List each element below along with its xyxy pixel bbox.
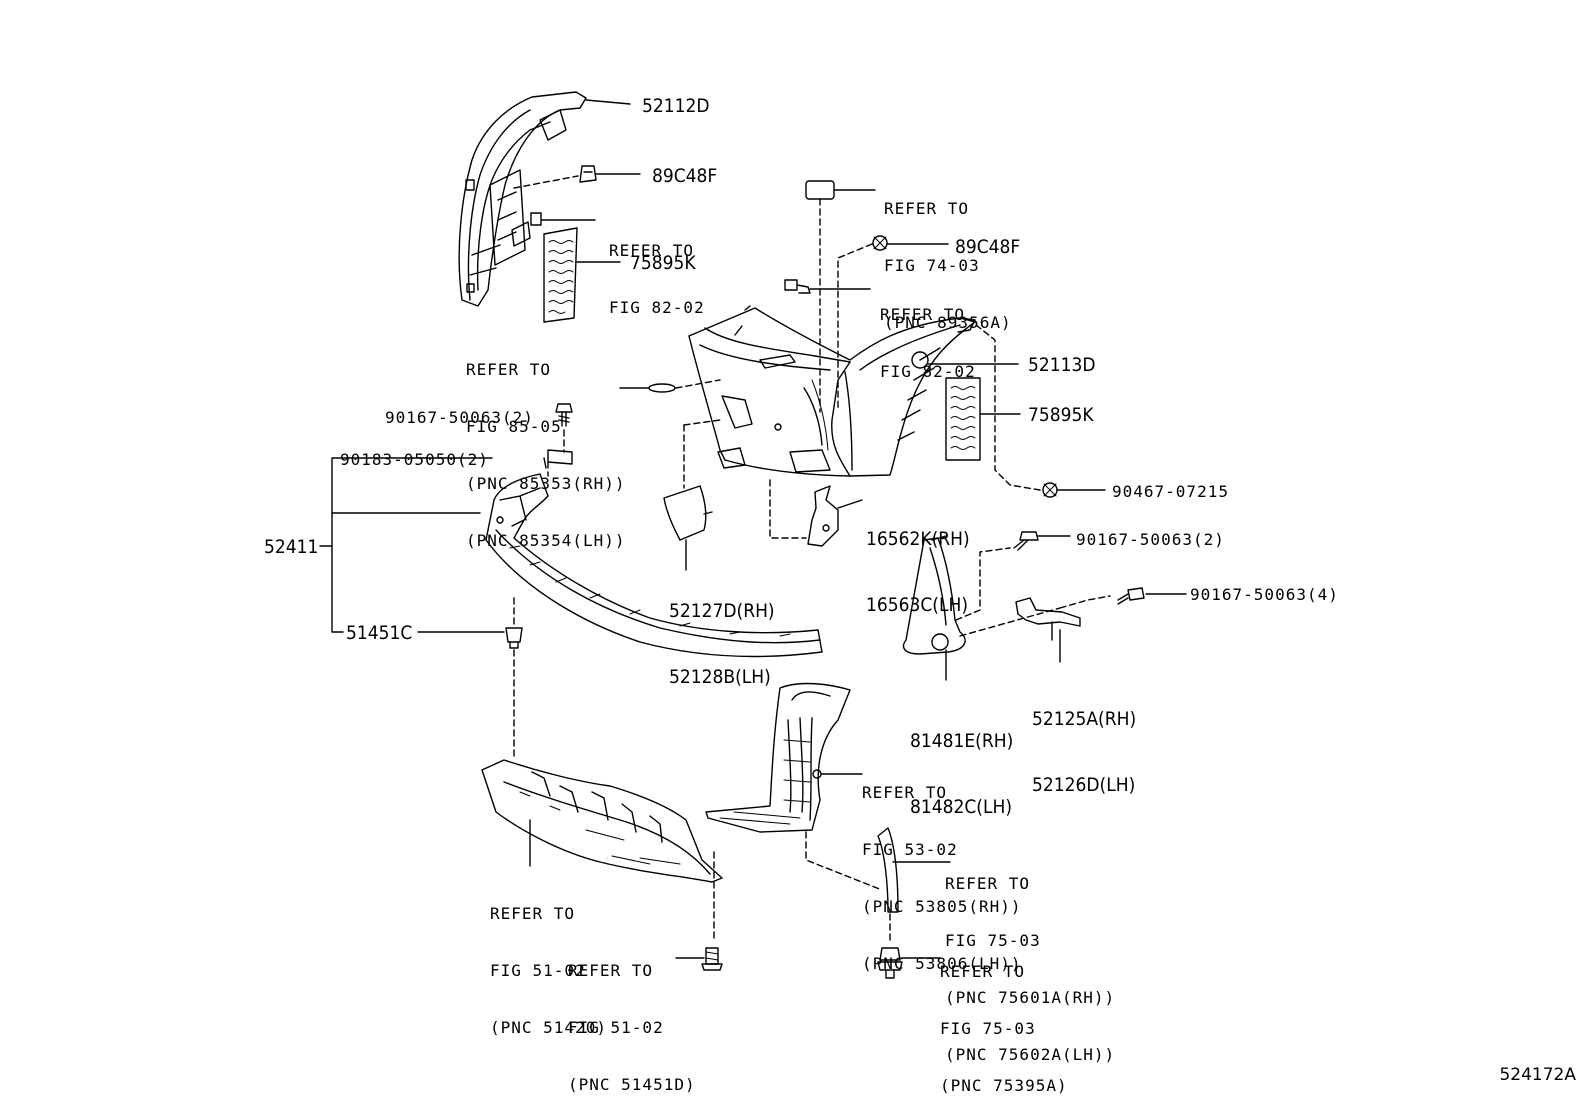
pad-75895K-left <box>543 227 578 323</box>
part-number-52125A-52126D: 52125A(RH) 52126D(LH) <box>1032 664 1136 818</box>
refer-line: REFER TO <box>466 360 552 379</box>
wheel-opening-moulding <box>877 827 899 913</box>
clip-icon <box>784 279 798 291</box>
refer-line: FIG 51-02 <box>568 1018 664 1037</box>
refer-line: FIG 75-03 <box>940 1019 1036 1038</box>
part-number-52127D-52128B: 52127D(RH) 52128B(LH) <box>669 556 775 710</box>
part-number-81481E-81482C: 81481E(RH) 81482C(LH) <box>910 686 1013 840</box>
refer-line: REFER TO <box>880 305 966 324</box>
part-number-16562K-16563C: 16562K(RH) 16563C(LH) <box>866 484 970 638</box>
refer-line: (PNC 85353(RH)) <box>466 474 626 493</box>
clip-51451C <box>505 627 523 649</box>
part-number-lh: 81482C(LH) <box>910 796 1013 818</box>
refer-fig-51-02-bolt: REFER TO FIG 51-02 (PNC 51451D) <box>568 923 696 1099</box>
fender-liner <box>705 682 851 833</box>
bumper-reinforcement-52411 <box>485 473 823 658</box>
refer-fig-51-02-undercover: REFER TO FIG 51-02 (PNC 51420) <box>490 866 607 1056</box>
refer-line: FIG 74-03 <box>884 256 980 275</box>
figure-id: 524172A <box>1499 1065 1576 1085</box>
bolt-90167-right <box>1013 531 1039 551</box>
bolt-90167-left <box>555 403 573 427</box>
refer-line: REFER TO <box>490 904 576 923</box>
refer-line: (PNC 75395A) <box>940 1076 1068 1095</box>
part-number-90183-05050: 90183-05050(2) <box>340 450 489 469</box>
part-number-lh: 52128B(LH) <box>669 666 771 688</box>
part-number-75895K-right: 75895K <box>1028 404 1094 426</box>
refer-line: REFER TO <box>609 241 695 260</box>
part-number-rh: 52127D(RH) <box>669 600 775 622</box>
part-number-89C48F-right: 89C48F <box>955 236 1021 258</box>
refer-line: REFER TO <box>884 199 970 218</box>
part-number-75895K-left: 75895K <box>630 252 696 274</box>
part-number-lh: 16563C(LH) <box>866 594 969 616</box>
refer-fig-53-02: REFER TO FIG 53-02 (PNC 53805(RH)) (PNC … <box>862 745 1022 992</box>
clip-75395A <box>877 947 903 979</box>
refer-line: REFER TO <box>945 874 1031 893</box>
part-number-90167-50063-2-right: 90167-50063(2) <box>1076 530 1225 549</box>
refer-fig-75-03-moulding: REFER TO FIG 75-03 (PNC 75601A(RH)) (PNC… <box>945 836 1115 1083</box>
bolt-51451D <box>701 947 723 971</box>
refer-line: REFER TO <box>940 962 1026 981</box>
cap-icon <box>805 180 835 200</box>
refer-fig-85-05: REFER TO FIG 85-05 (PNC 85353(RH)) (PNC … <box>466 322 626 569</box>
refer-line: FIG 53-02 <box>862 840 958 859</box>
side-bracket-52112D <box>458 91 587 307</box>
refer-fig-82-02-right: REFER TO FIG 82-02 <box>880 267 976 400</box>
refer-line: REFER TO <box>568 961 654 980</box>
part-number-90467-07215: 90467-07215 <box>1112 482 1229 501</box>
part-number-51451C: 51451C <box>346 622 413 644</box>
nut-90183 <box>543 449 573 469</box>
refer-line: (PNC 89356A) <box>884 313 1012 332</box>
engine-undercover <box>481 759 723 883</box>
part-number-90167-50063-4: 90167-50063(4) <box>1190 585 1339 604</box>
refer-line: (PNC 85354(LH)) <box>466 531 626 550</box>
refer-line: FIG 82-02 <box>609 298 705 317</box>
refer-line: (PNC 75602A(LH)) <box>945 1045 1116 1064</box>
clip-89C48F-top <box>579 165 597 183</box>
part-number-rh: 81481E(RH) <box>910 730 1014 752</box>
part-number-90167-50063-2-left: 90167-50063(2) <box>385 408 534 427</box>
part-number-rh: 16562K(RH) <box>866 528 970 550</box>
clip-icon <box>530 212 542 226</box>
refer-line: (PNC 75601A(RH)) <box>945 988 1116 1007</box>
refer-line: FIG 85-05 <box>466 417 562 436</box>
clip-89C48F-right <box>872 235 888 251</box>
part-number-52113D: 52113D <box>1028 354 1096 376</box>
bolt-90167-4 <box>1117 587 1145 605</box>
refer-line: FIG 75-03 <box>945 931 1041 950</box>
refer-line: FIG 51-02 <box>490 961 586 980</box>
refer-line: (PNC 53806(LH)) <box>862 954 1022 973</box>
refer-line: (PNC 51451D) <box>568 1075 696 1094</box>
part-number-52411: 52411 <box>264 536 319 558</box>
bracket-52125A <box>1015 597 1081 641</box>
refer-fig-75-03-clip: REFER TO FIG 75-03 (PNC 75395A) <box>940 924 1068 1099</box>
tow-hook-cover <box>663 485 713 541</box>
refer-fig-82-02-left: REFER TO FIG 82-02 <box>609 203 705 336</box>
bracket-16562K <box>807 485 839 547</box>
refer-fig-74-03: REFER TO FIG 74-03 (PNC 89356A) <box>884 161 1012 351</box>
pad-75895K-right <box>945 377 981 461</box>
part-number-89C48F-top: 89C48F <box>652 165 718 187</box>
clip-90467 <box>1042 482 1058 498</box>
fog-lamp-cover <box>902 535 966 655</box>
front-bumper-cover <box>688 305 976 477</box>
refer-line: REFER TO <box>862 783 948 802</box>
refer-line: (PNC 51420) <box>490 1018 607 1037</box>
refer-line: FIG 82-02 <box>880 362 976 381</box>
part-number-rh: 52125A(RH) <box>1032 708 1137 730</box>
refer-line: (PNC 53805(RH)) <box>862 897 1022 916</box>
part-number-lh: 52126D(LH) <box>1032 774 1136 796</box>
part-number-52112D: 52112D <box>642 95 710 117</box>
emblem-oval <box>648 383 676 393</box>
